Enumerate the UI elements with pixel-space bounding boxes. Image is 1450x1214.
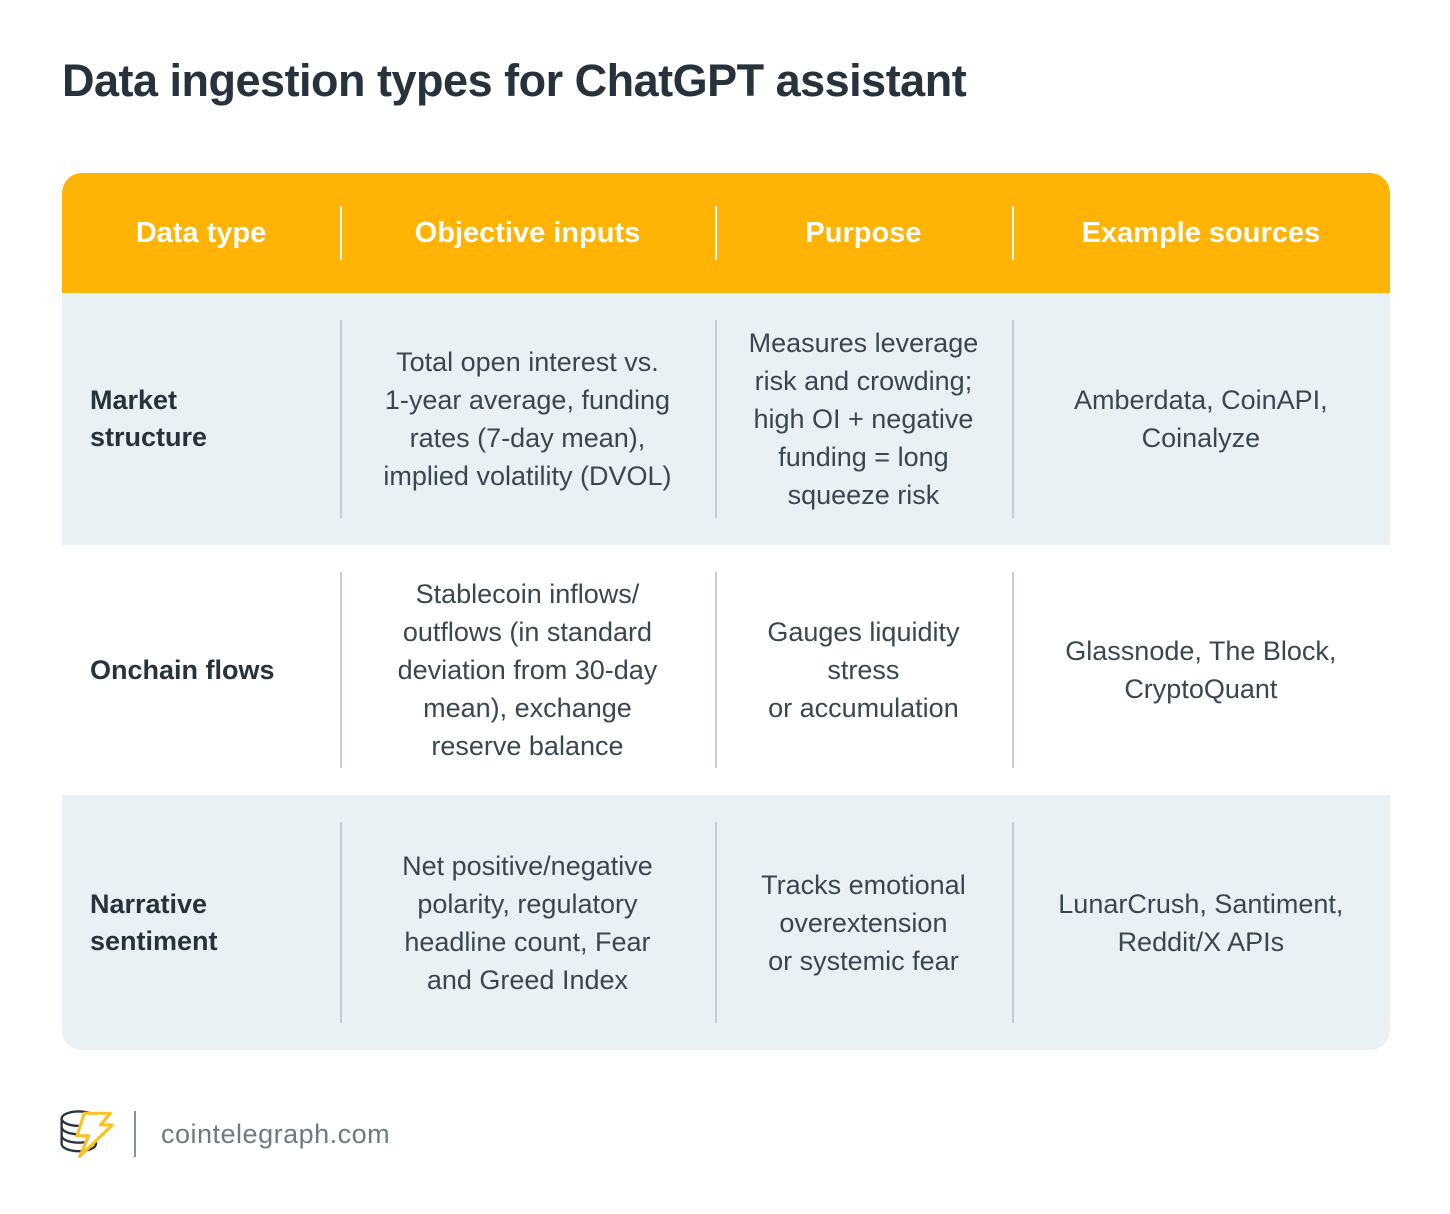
data-ingestion-table: Data type Objective inputs Purpose Examp… — [62, 173, 1390, 1050]
column-divider — [714, 206, 717, 260]
column-divider — [1012, 572, 1015, 768]
column-divider — [1012, 206, 1015, 260]
purpose-cell: Measures leverage risk and crowding; hig… — [748, 328, 979, 510]
row-label: Market structure — [90, 385, 208, 452]
column-divider — [714, 822, 717, 1023]
example-sources-cell: Amberdata, CoinAPI, Coinalyze — [1074, 385, 1328, 453]
header-data-type: Data type — [135, 216, 267, 249]
objective-inputs-cell: Net positive/negative polarity, regulato… — [402, 850, 653, 995]
header-purpose: Purpose — [805, 216, 922, 249]
objective-inputs-cell: Stablecoin inflows/ outflows (in standar… — [397, 579, 658, 761]
column-divider — [339, 320, 342, 518]
cointelegraph-logo-icon — [60, 1110, 114, 1159]
row-label: Onchain flows — [90, 654, 275, 685]
column-divider — [339, 572, 342, 768]
table-row-onchain-flows: Onchain flows Stablecoin inflows/ outflo… — [62, 545, 1390, 795]
table-row-market-structure: Market structure Total open interest vs.… — [62, 293, 1390, 545]
table-row-narrative-sentiment: Narrative sentiment Net positive/negativ… — [62, 795, 1390, 1050]
column-divider — [339, 822, 342, 1023]
site-url: cointelegraph.com — [161, 1118, 391, 1149]
purpose-cell: Tracks emotional overextension or system… — [761, 869, 966, 976]
table-header-row: Data type Objective inputs Purpose Examp… — [62, 173, 1390, 293]
footer: cointelegraph.com — [58, 1106, 390, 1162]
header-objective-inputs: Objective inputs — [414, 216, 641, 249]
column-divider — [1012, 822, 1015, 1023]
purpose-cell: Gauges liquidity stress or accumulation — [767, 617, 960, 723]
page-title: Data ingestion types for ChatGPT assista… — [62, 55, 967, 106]
example-sources-cell: Glassnode, The Block, CryptoQuant — [1065, 636, 1337, 704]
column-divider — [714, 572, 717, 768]
column-divider — [1012, 320, 1015, 518]
example-sources-cell: LunarCrush, Santiment, Reddit/X APIs — [1058, 888, 1344, 957]
column-divider — [714, 320, 717, 518]
objective-inputs-cell: Total open interest vs. 1-year average, … — [383, 347, 672, 491]
header-example-sources: Example sources — [1081, 216, 1321, 249]
row-label: Narrative sentiment — [90, 888, 218, 956]
footer-divider — [134, 1111, 136, 1157]
column-divider — [339, 206, 342, 260]
